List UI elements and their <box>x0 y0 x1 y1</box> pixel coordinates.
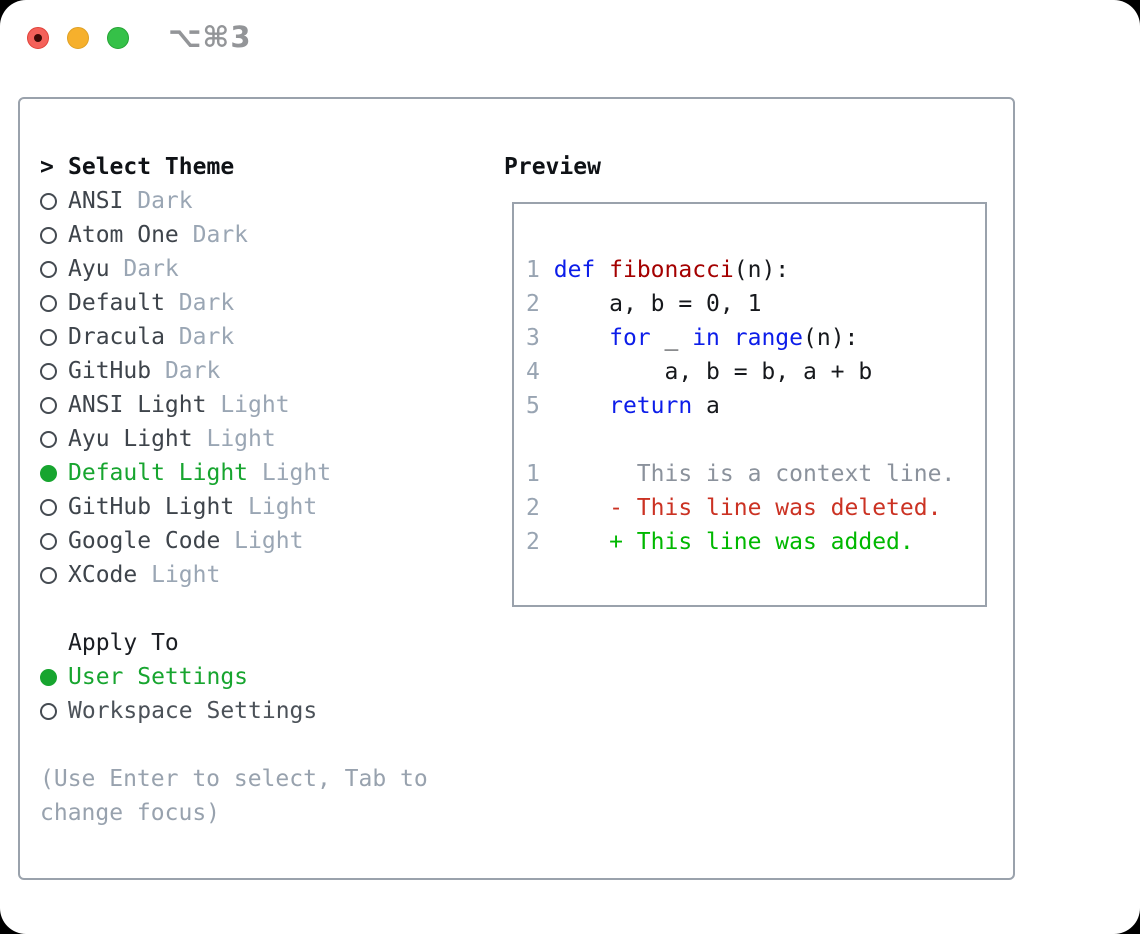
code-line: 1 def fibonacci(n): <box>526 257 790 283</box>
code-line: 2 - This line was deleted. <box>526 495 942 521</box>
theme-name: Ayu Light <box>68 426 193 452</box>
apply-option-label: Workspace Settings <box>68 698 318 724</box>
apply-to-title: Apply To <box>68 630 179 656</box>
apply-option-workspace-settings[interactable]: Workspace Settings <box>40 694 428 728</box>
radio-icon <box>40 192 57 210</box>
theme-item-ayu[interactable]: Ayu Dark <box>40 252 428 286</box>
theme-item-github[interactable]: GitHub Dark <box>40 354 428 388</box>
radio-icon <box>40 328 57 346</box>
theme-item-ansi-light[interactable]: ANSI Light Light <box>40 388 428 422</box>
window-controls <box>27 27 129 49</box>
radio-icon <box>40 498 57 516</box>
radio-icon <box>40 532 57 550</box>
hint-line-2: change focus) <box>40 800 221 826</box>
radio-icon <box>40 294 57 312</box>
code-line: 5 return a <box>526 393 720 419</box>
theme-name: ANSI Light <box>68 392 207 418</box>
radio-icon <box>40 260 57 278</box>
radio-selected-icon <box>40 668 57 686</box>
theme-name: XCode <box>68 562 138 588</box>
code-line: 1 This is a context line. <box>526 461 956 487</box>
theme-name: Default Light <box>68 460 249 486</box>
code-line: 2 + This line was added. <box>526 529 914 555</box>
hint-text: (Use Enter to select, Tab to change focu… <box>40 762 428 830</box>
radio-icon <box>40 430 57 448</box>
zoom-button[interactable] <box>107 27 129 49</box>
code-line: 2 a, b = 0, 1 <box>526 291 762 317</box>
theme-item-github-light[interactable]: GitHub Light Light <box>40 490 428 524</box>
theme-variant: Dark <box>164 324 235 350</box>
theme-variant: Light <box>192 426 276 452</box>
radio-icon <box>40 566 57 584</box>
preview-title: Preview <box>504 154 601 180</box>
theme-item-default[interactable]: Default Dark <box>40 286 428 320</box>
theme-variant: Light <box>220 528 304 554</box>
apply-option-label: User Settings <box>68 664 249 690</box>
radio-icon <box>40 362 57 380</box>
theme-variant: Light <box>248 460 332 486</box>
theme-item-atom-one[interactable]: Atom One Dark <box>40 218 428 252</box>
code-line: 4 a, b = b, a + b <box>526 359 873 385</box>
theme-name: Atom One <box>68 222 179 248</box>
radio-icon <box>40 702 57 720</box>
select-theme-title: Select Theme <box>68 154 235 180</box>
theme-item-default-light[interactable]: Default Light Light <box>40 456 428 490</box>
code-preview: 1 def fibonacci(n): 2 a, b = 0, 1 3 for _ … <box>514 204 985 559</box>
theme-variant: Light <box>206 392 290 418</box>
theme-name: Ayu <box>68 256 110 282</box>
theme-item-dracula[interactable]: Dracula Dark <box>40 320 428 354</box>
spacer <box>40 728 428 762</box>
theme-variant: Dark <box>109 256 179 282</box>
code-line <box>526 423 985 457</box>
close-button[interactable] <box>27 27 49 49</box>
spacer <box>40 592 428 626</box>
window-shortcut-label: ⌥⌘3 <box>168 20 252 54</box>
theme-item-google-code[interactable]: Google Code Light <box>40 524 428 558</box>
theme-name: Default <box>68 290 165 316</box>
theme-name: GitHub Light <box>68 494 235 520</box>
theme-name: Google Code <box>68 528 221 554</box>
theme-variant: Dark <box>164 290 235 316</box>
theme-item-ayu-light[interactable]: Ayu Light Light <box>40 422 428 456</box>
theme-name: Dracula <box>68 324 165 350</box>
theme-item-xcode[interactable]: XCode Light <box>40 558 428 592</box>
radio-icon <box>40 396 57 414</box>
preview-box: 1 def fibonacci(n): 2 a, b = 0, 1 3 for _ … <box>512 202 987 607</box>
theme-variant: Light <box>137 562 221 588</box>
theme-item-ansi[interactable]: ANSI Dark <box>40 184 428 218</box>
prompt-icon: > <box>40 154 54 180</box>
hint-line-1: (Use Enter to select, Tab to <box>40 766 428 792</box>
theme-name: ANSI <box>68 188 124 214</box>
theme-variant: Light <box>234 494 318 520</box>
minimize-button[interactable] <box>67 27 89 49</box>
theme-variant: Dark <box>151 358 221 384</box>
apply-to-header: Apply To <box>40 626 428 660</box>
theme-variant: Dark <box>123 188 193 214</box>
select-theme-header: > Select Theme <box>40 150 428 184</box>
apply-option-user-settings[interactable]: User Settings <box>40 660 428 694</box>
radio-selected-icon <box>40 464 57 482</box>
code-line: 3 for _ in range(n): <box>526 325 859 351</box>
radio-icon <box>40 226 57 244</box>
theme-name: GitHub <box>68 358 152 384</box>
theme-variant: Dark <box>178 222 249 248</box>
